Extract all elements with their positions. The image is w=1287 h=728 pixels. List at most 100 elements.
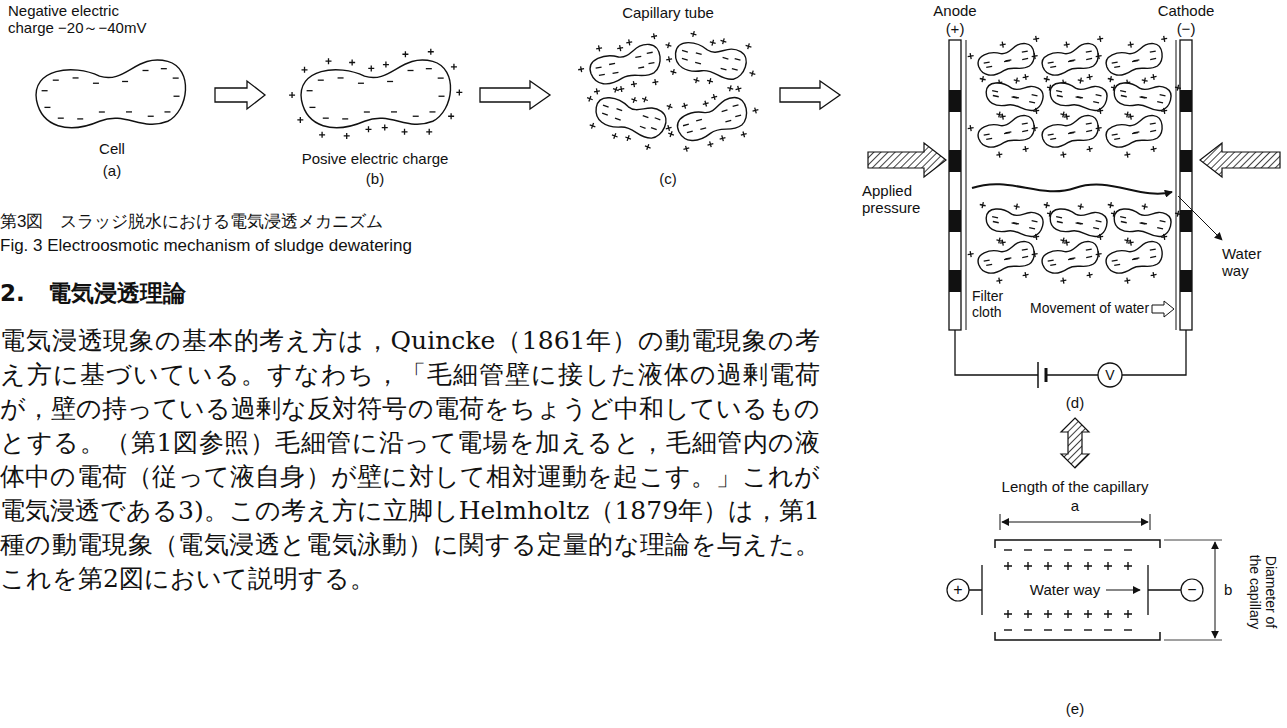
negative-charge bbox=[126, 111, 132, 112]
positive-charge bbox=[1141, 203, 1148, 210]
positive-charge bbox=[996, 151, 1003, 158]
positive-charge bbox=[740, 131, 747, 138]
polarity-label-text: (+) bbox=[946, 20, 965, 37]
negative-charge bbox=[1086, 249, 1092, 250]
positive-charge bbox=[1033, 35, 1040, 42]
positive-charge bbox=[1086, 146, 1093, 153]
negative-charge bbox=[617, 109, 623, 111]
positive-charge bbox=[1127, 239, 1134, 246]
negative-charge bbox=[148, 116, 154, 117]
negative-charge bbox=[1048, 134, 1054, 135]
negative-charge bbox=[1004, 629, 1012, 630]
negative-charge bbox=[44, 107, 50, 108]
terminal-circle bbox=[947, 579, 969, 601]
negative-charge bbox=[647, 52, 653, 53]
positive-charge bbox=[999, 239, 1006, 246]
positive-charge bbox=[426, 129, 432, 135]
negative-charge bbox=[1096, 95, 1102, 96]
negative-charge bbox=[1048, 62, 1054, 63]
negative-charge bbox=[387, 81, 393, 82]
negative-charge bbox=[429, 111, 435, 112]
battery-symbol bbox=[1037, 362, 1039, 388]
positive-charge bbox=[1031, 53, 1038, 60]
negative-charge bbox=[1114, 66, 1120, 67]
cell-label: Cell bbox=[99, 140, 125, 157]
negative-charge bbox=[1050, 138, 1056, 139]
negative-charge bbox=[42, 90, 48, 91]
negative-charge bbox=[723, 57, 729, 59]
negative-charge bbox=[1024, 629, 1032, 630]
dimension-label: Length of the capillary bbox=[1002, 478, 1149, 495]
negative-charge bbox=[364, 111, 370, 112]
electrode-label-text: Anode bbox=[933, 2, 976, 19]
panel-letter-text: (d) bbox=[1066, 394, 1084, 411]
negative-charge bbox=[1114, 138, 1120, 139]
positive-charge bbox=[1084, 562, 1092, 570]
positive-charge bbox=[349, 60, 355, 66]
positive-charge bbox=[735, 85, 742, 92]
cell-shape bbox=[973, 196, 1054, 253]
flow-arrow bbox=[1106, 589, 1140, 590]
cell-shape bbox=[658, 23, 763, 98]
positive-charge bbox=[612, 86, 620, 94]
positive-charge bbox=[1060, 277, 1067, 284]
negative-charge bbox=[1005, 132, 1011, 133]
cell-shape bbox=[1030, 35, 1110, 90]
cell-outline bbox=[36, 60, 185, 128]
cell-outline bbox=[1104, 114, 1165, 149]
cell-shape bbox=[966, 35, 1046, 90]
positive-charge bbox=[1060, 151, 1067, 158]
positive-charge bbox=[1063, 41, 1070, 48]
cell-shape bbox=[1030, 107, 1110, 162]
negative-charge bbox=[1133, 258, 1139, 259]
negative-charge bbox=[1086, 51, 1092, 52]
positive-charge bbox=[652, 79, 659, 86]
charge-label-text: Negative electric charge −20～−40mV bbox=[8, 2, 146, 36]
dimension-line bbox=[1002, 522, 1148, 523]
dimension-label-text: a bbox=[1071, 497, 1079, 514]
positive-charge bbox=[967, 53, 974, 60]
caption-text-text: Fig. 3 Electroosmotic mechanism of sludg… bbox=[0, 236, 412, 255]
positive-charge bbox=[630, 96, 638, 104]
positive-charge bbox=[382, 125, 388, 131]
negative-charge bbox=[1029, 102, 1035, 103]
process-arrow bbox=[480, 81, 550, 109]
negative-charge bbox=[1120, 217, 1126, 218]
positive-charge bbox=[596, 45, 603, 52]
negative-charge bbox=[1157, 102, 1163, 103]
cell-outline bbox=[301, 60, 450, 128]
panel-letter: (b) bbox=[366, 170, 384, 187]
negative-charge bbox=[695, 62, 701, 64]
negative-charge bbox=[1022, 256, 1028, 257]
negative-charge bbox=[1086, 123, 1092, 124]
cell-shape bbox=[1101, 70, 1182, 127]
positive-charge bbox=[302, 67, 308, 73]
positive-charge bbox=[1031, 125, 1038, 132]
cell-shape bbox=[973, 70, 1054, 127]
negative-charge bbox=[143, 70, 149, 71]
positive-charge bbox=[589, 122, 597, 130]
negative-charge bbox=[984, 134, 990, 135]
negative-charge bbox=[696, 119, 702, 121]
battery-symbol bbox=[1045, 368, 1048, 382]
body-text: 電気浸透現象の基本的考え方は，Quincke（1861年）の動電現象の考え方に基… bbox=[0, 324, 820, 596]
negative-charge bbox=[1022, 58, 1028, 59]
negative-charge bbox=[1064, 549, 1072, 550]
part-label-text: Capillary tube bbox=[622, 4, 714, 21]
positive-charge bbox=[690, 30, 697, 37]
positive-charge bbox=[1086, 74, 1093, 81]
negative-charge bbox=[1057, 221, 1063, 222]
negative-charge bbox=[1064, 629, 1072, 630]
negative-charge bbox=[986, 138, 992, 139]
negative-charge bbox=[735, 59, 741, 61]
positive-charge bbox=[709, 39, 716, 46]
part-label-text: Movement of water bbox=[1030, 300, 1149, 316]
positive-charge bbox=[456, 89, 462, 95]
dimension-label: b bbox=[1224, 581, 1232, 598]
panel-letter: (c) bbox=[659, 170, 677, 187]
negative-charge bbox=[1104, 549, 1112, 550]
positive-charge bbox=[1043, 202, 1050, 209]
negative-charge bbox=[1093, 228, 1099, 229]
part-label: Water way bbox=[1222, 245, 1284, 280]
